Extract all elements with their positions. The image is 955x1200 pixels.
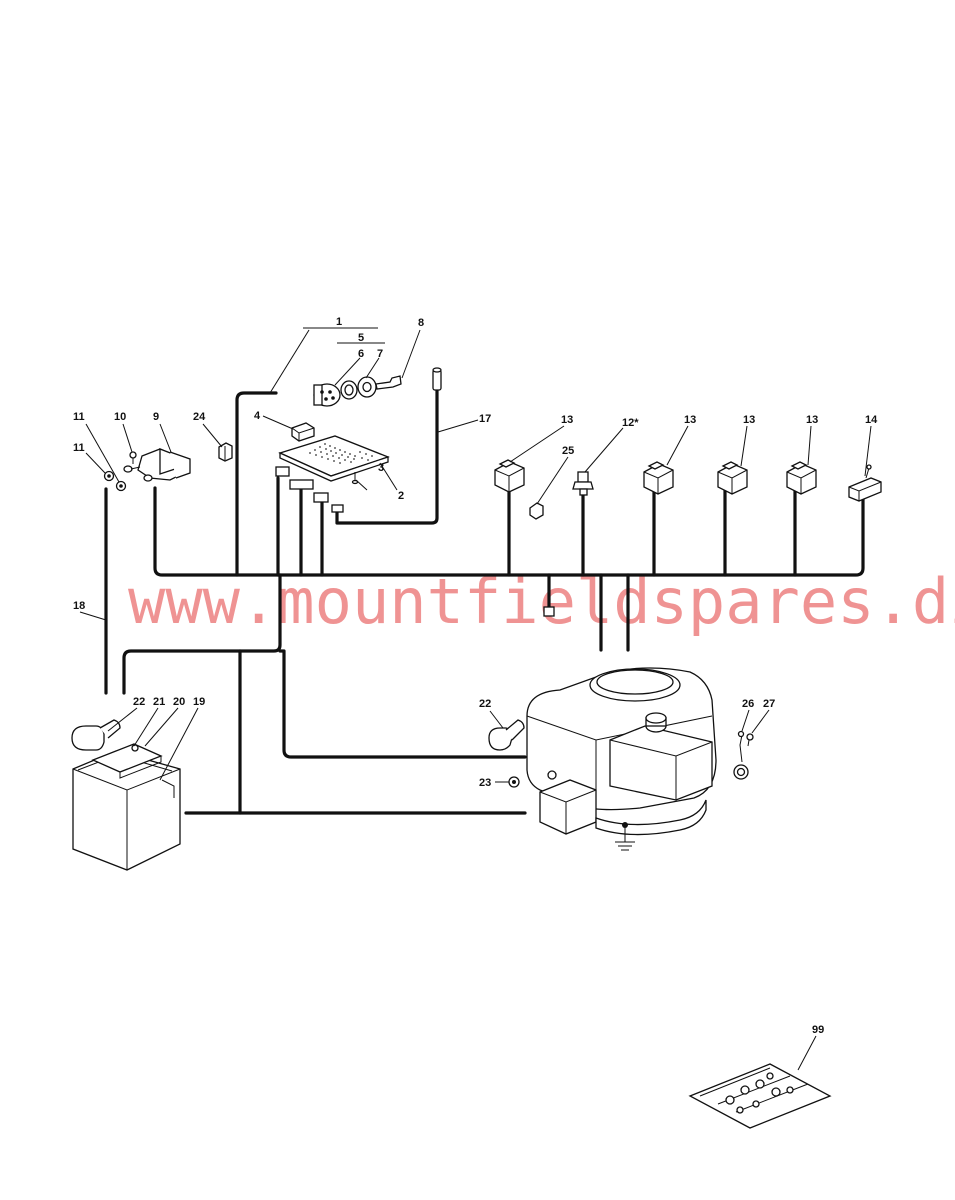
callout-11-top: 11 (73, 411, 85, 423)
solenoid-icon (123, 448, 191, 482)
connector-block-icon (291, 422, 315, 442)
callout-10: 10 (114, 411, 126, 423)
callout-22-engine: 22 (479, 698, 491, 710)
connector-icon (543, 606, 555, 617)
micro-switch-icon (786, 461, 817, 495)
nut-icon (340, 380, 358, 400)
callout-14: 14 (865, 414, 878, 426)
connector-icon (313, 492, 329, 503)
callout-7: 7 (377, 348, 383, 360)
callout-25: 25 (562, 445, 574, 457)
callout-11-bottom: 11 (73, 442, 85, 454)
connector-icon (289, 479, 314, 490)
screw-icon (351, 472, 359, 485)
clip-icon (218, 442, 233, 462)
callout-labels: 1 5 6 7 8 4 17 11 10 9 24 11 3 2 13 25 1… (73, 316, 878, 1036)
callout-22-battery: 22 (133, 696, 145, 708)
ground-wire-icon (733, 730, 749, 780)
ground-symbol-icon (615, 822, 635, 851)
callout-8: 8 (418, 317, 424, 329)
terminal-icon (432, 367, 442, 391)
key-switch-icon (313, 383, 341, 407)
wiring-harness (104, 388, 865, 815)
callout-24: 24 (193, 411, 206, 423)
engine-icon (526, 667, 717, 836)
callout-21: 21 (153, 696, 165, 708)
clip-icon (529, 502, 544, 520)
callout-2: 2 (398, 490, 404, 502)
callout-13-b: 13 (684, 414, 696, 426)
battery-icon (72, 743, 181, 871)
connector-icon (275, 466, 290, 477)
callout-27: 27 (763, 698, 775, 710)
micro-switch-icon (717, 461, 748, 495)
connector-icon (331, 504, 344, 513)
callout-23: 23 (479, 777, 491, 789)
nut-icon (508, 776, 520, 788)
screw-icon (746, 733, 754, 747)
leader-lines (79, 327, 872, 1071)
watermark: www.mountfieldspares.direct (128, 565, 955, 638)
key-icon (375, 375, 402, 390)
callout-4: 4 (254, 410, 261, 422)
callout-6: 6 (358, 348, 364, 360)
micro-switch-icon (494, 459, 525, 493)
sensor-icon (572, 471, 594, 496)
callout-12: 12* (622, 417, 639, 429)
micro-switch-icon (643, 461, 674, 495)
callout-17: 17 (479, 413, 491, 425)
micro-switch-icon (848, 464, 882, 502)
callout-19: 19 (193, 696, 205, 708)
callout-13-c: 13 (743, 414, 755, 426)
callout-26: 26 (742, 698, 754, 710)
callout-9: 9 (153, 411, 159, 423)
callout-13-d: 13 (806, 414, 818, 426)
callout-3: 3 (378, 462, 384, 474)
callout-5: 5 (358, 332, 364, 344)
bezel-icon (357, 376, 377, 398)
callout-99: 99 (812, 1024, 824, 1036)
spark-plug-boot-icon (488, 719, 525, 751)
callout-18: 18 (73, 600, 85, 612)
hardware-bag-icon (688, 1063, 832, 1129)
nut-icon (103, 470, 127, 492)
callout-1: 1 (336, 316, 342, 328)
pcb-icon (278, 435, 390, 482)
callout-20: 20 (173, 696, 185, 708)
terminal-boot-icon (71, 719, 121, 751)
screw-icon (129, 451, 137, 464)
callout-13-a: 13 (561, 414, 573, 426)
